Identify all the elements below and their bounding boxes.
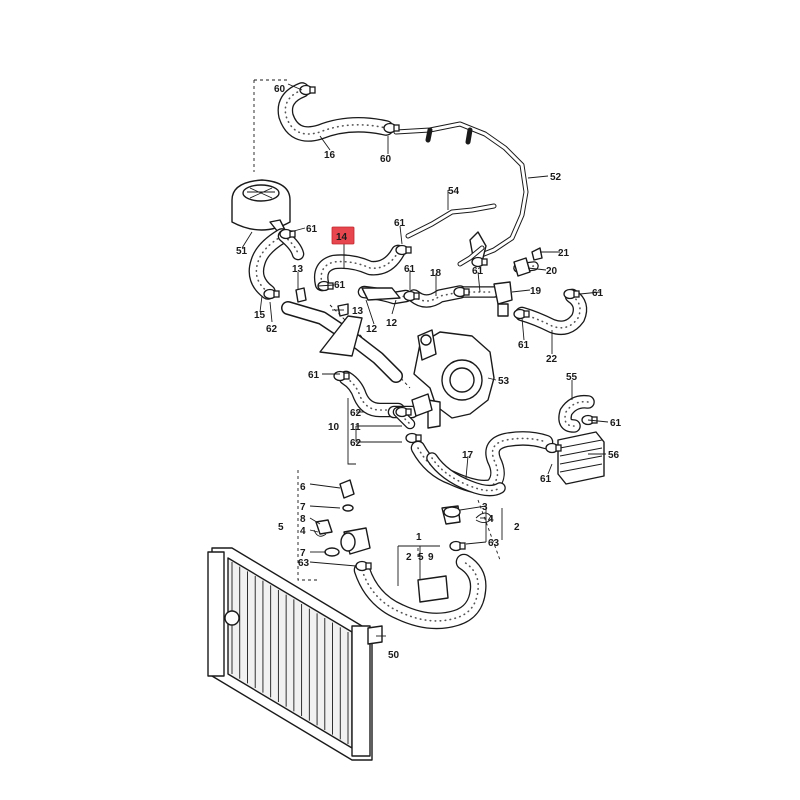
hose-22 <box>514 288 588 336</box>
thermostat-housing <box>411 329 495 429</box>
label-60: 60 <box>380 154 392 165</box>
label-18: 18 <box>430 268 442 279</box>
label-61: 61 <box>518 340 530 351</box>
label-1: 1 <box>416 532 422 543</box>
label-13: 13 <box>292 264 304 275</box>
label-61: 61 <box>592 288 604 299</box>
hose-clamp <box>449 540 466 552</box>
label-61: 61 <box>306 224 318 235</box>
label-51: 51 <box>236 246 248 257</box>
label-4: 4 <box>488 514 494 525</box>
label-12: 12 <box>366 324 378 335</box>
label-2: 2 <box>406 552 412 563</box>
hose-55 <box>558 394 595 433</box>
label-21: 21 <box>558 248 570 259</box>
label-12: 12 <box>386 318 398 329</box>
label-61: 61 <box>334 280 346 291</box>
label-62: 62 <box>350 408 362 419</box>
label-61: 61 <box>404 264 416 275</box>
label-20: 20 <box>546 266 558 277</box>
hose-clamp <box>453 286 470 298</box>
hose-16 <box>277 82 394 142</box>
label-55: 55 <box>566 372 578 383</box>
label-62: 62 <box>350 438 362 449</box>
label-56: 56 <box>608 450 620 461</box>
part-labels: 60 16 60 52 54 61 51 61 14 21 61 18 61 2… <box>236 84 622 661</box>
label-9: 9 <box>428 552 434 563</box>
label-16: 16 <box>324 150 336 161</box>
label-5: 5 <box>418 552 424 563</box>
label-61: 61 <box>472 266 484 277</box>
hose-1 <box>353 553 487 630</box>
label-4: 4 <box>300 526 306 537</box>
label-61: 61 <box>308 370 320 381</box>
expansion-tank <box>231 179 291 233</box>
label-52: 52 <box>550 172 562 183</box>
connector-19 <box>493 281 513 317</box>
coolant-pipe-12 <box>281 287 403 383</box>
hose-clamp <box>355 560 372 572</box>
label-63: 63 <box>298 558 310 569</box>
label-10: 10 <box>328 422 340 433</box>
radiator <box>207 547 383 761</box>
oil-cooler <box>557 431 605 485</box>
small-fittings <box>313 479 493 603</box>
label-61: 61 <box>540 474 552 485</box>
label-50: 50 <box>388 650 400 661</box>
label-53: 53 <box>498 376 510 387</box>
label-61: 61 <box>610 418 622 429</box>
hose-clamp <box>405 432 422 444</box>
label-60: 60 <box>274 84 286 95</box>
label-61: 61 <box>394 218 406 229</box>
hose-clamp <box>317 280 334 292</box>
label-17: 17 <box>462 450 474 461</box>
hose-clamp <box>563 288 580 300</box>
label-14: 14 <box>336 232 348 243</box>
hose-clamp <box>471 256 488 268</box>
leader-lines <box>241 83 609 637</box>
label-22: 22 <box>546 354 558 365</box>
hose-clamps <box>263 84 598 572</box>
highlight-box <box>331 226 355 245</box>
hose-15 <box>248 228 290 300</box>
label-3: 3 <box>482 502 488 513</box>
label-5: 5 <box>278 522 284 533</box>
hose-17b <box>426 452 506 497</box>
hose-clamp <box>263 288 280 300</box>
label-7: 7 <box>300 502 306 513</box>
label-15: 15 <box>254 310 266 321</box>
metal-pipe-52 <box>393 121 529 261</box>
label-19: 19 <box>530 286 542 297</box>
hose-clamp <box>333 370 350 382</box>
hose-18 <box>407 285 467 308</box>
hose-14 <box>313 244 406 292</box>
metal-pipe-54 <box>405 203 497 267</box>
hose-clamp <box>545 442 562 454</box>
label-54: 54 <box>448 186 460 197</box>
hose-clamp <box>383 122 400 134</box>
label-6: 6 <box>300 482 306 493</box>
hose-clamp <box>395 244 412 256</box>
label-8: 8 <box>300 514 306 525</box>
screws <box>295 247 543 317</box>
label-7: 7 <box>300 548 306 559</box>
hose-clamp <box>299 84 316 96</box>
hose-clamp <box>395 406 412 418</box>
label-63: 63 <box>488 538 500 549</box>
label-2: 2 <box>514 522 520 533</box>
hose-clamp <box>403 290 420 302</box>
label-13: 13 <box>352 306 364 317</box>
hose-clamp <box>513 308 530 320</box>
hose-10 <box>338 370 406 418</box>
label-11: 11 <box>350 422 361 433</box>
label-62: 62 <box>266 324 278 335</box>
